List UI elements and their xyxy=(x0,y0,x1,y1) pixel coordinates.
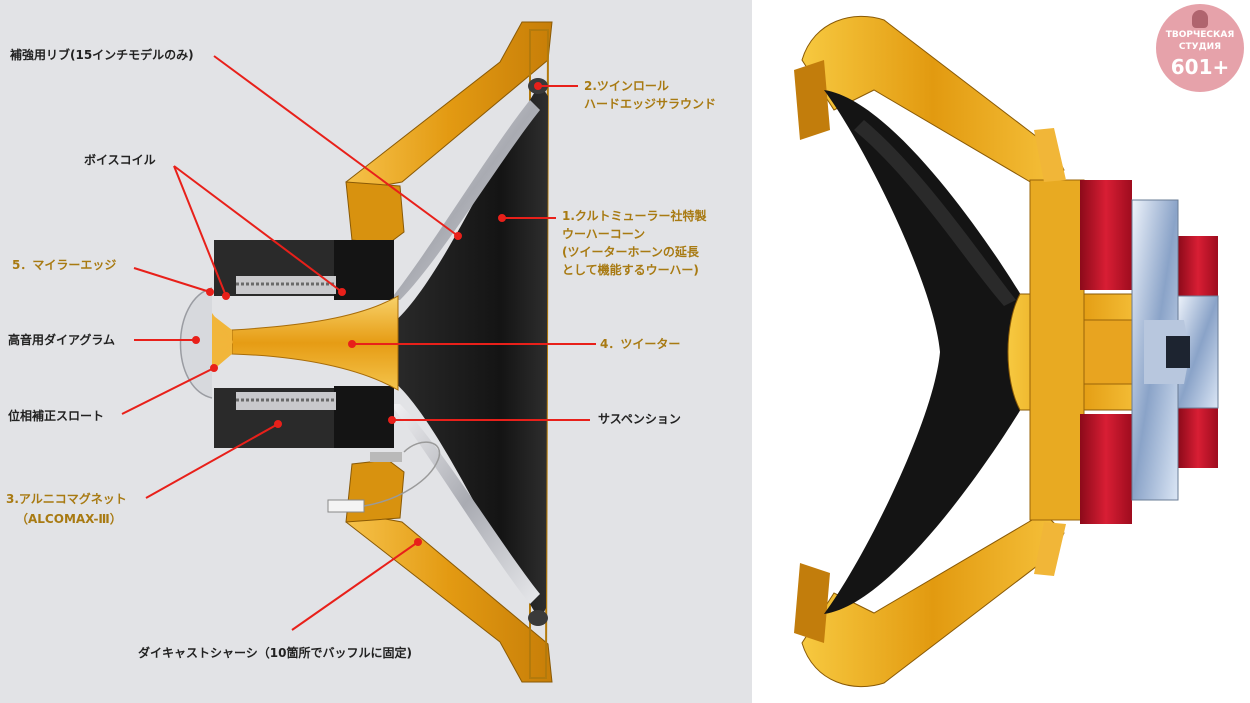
central-horn-body xyxy=(1007,128,1145,576)
label-suspension: サスペンション xyxy=(598,412,681,426)
speaker-color-cutaway xyxy=(794,15,1219,688)
label-voice-coil: ボイスコイル xyxy=(84,153,156,167)
panel-divider xyxy=(752,0,754,703)
label-diecast-chassis: ダイキャストシャーシ（10箇所でバッフルに固定) xyxy=(138,646,412,660)
pole-pieces xyxy=(1131,199,1219,501)
terminal-connector xyxy=(327,441,441,513)
studio-watermark-badge: ТВОРЧЕСКАЯ СТУДИЯ 601+ xyxy=(1156,4,1244,92)
label-cone-2: ウーハーコーン xyxy=(562,227,646,241)
label-mylar-edge: 5．マイラーエッジ xyxy=(12,258,117,272)
annotated-cutaway-diagram: 補強用リブ(15インチモデルのみ) ボイスコイル 5．マイラーエッジ 高音用ダイ… xyxy=(0,0,752,703)
basket-frame xyxy=(794,15,1065,688)
label-alcomax: （ALCOMAX-Ⅲ） xyxy=(16,512,122,526)
label-phase-plug: 位相補正スロート xyxy=(8,409,105,423)
speaker-cutaway-drawing xyxy=(121,21,596,683)
woofer-cone-black xyxy=(824,90,1024,614)
color-cutaway-illustration: ТВОРЧЕСКАЯ СТУДИЯ 601+ xyxy=(754,0,1250,703)
watermark-line-1: ТВОРЧЕСКАЯ xyxy=(1165,30,1235,40)
alnico-magnet-assembly xyxy=(214,240,394,448)
magnet-rings xyxy=(1080,180,1218,524)
label-hf-diaphragm: 高音用ダイアグラム xyxy=(8,333,116,347)
leader-lines xyxy=(121,55,596,631)
label-cone-4: として機能するウーハー) xyxy=(562,263,699,277)
studio-logo-icon xyxy=(1192,10,1208,28)
label-cone-1: 1.クルトミューラー社特製 xyxy=(562,209,707,223)
label-twin-roll-1: 2.ツインロール xyxy=(584,79,669,93)
watermark-line-2: СТУДИЯ xyxy=(1178,42,1222,52)
label-twin-roll-2: ハードエッジサラウンド xyxy=(584,97,717,111)
label-cone-3: (ツイーターホーンの延長 xyxy=(562,245,699,259)
label-reinforcing-rib: 補強用リブ(15インチモデルのみ) xyxy=(10,48,194,62)
label-tweeter: 4．ツイーター xyxy=(600,337,681,351)
label-alnico-magnet: 3.アルニコマグネット xyxy=(6,492,127,506)
watermark-line-3: 601+ xyxy=(1170,55,1230,79)
